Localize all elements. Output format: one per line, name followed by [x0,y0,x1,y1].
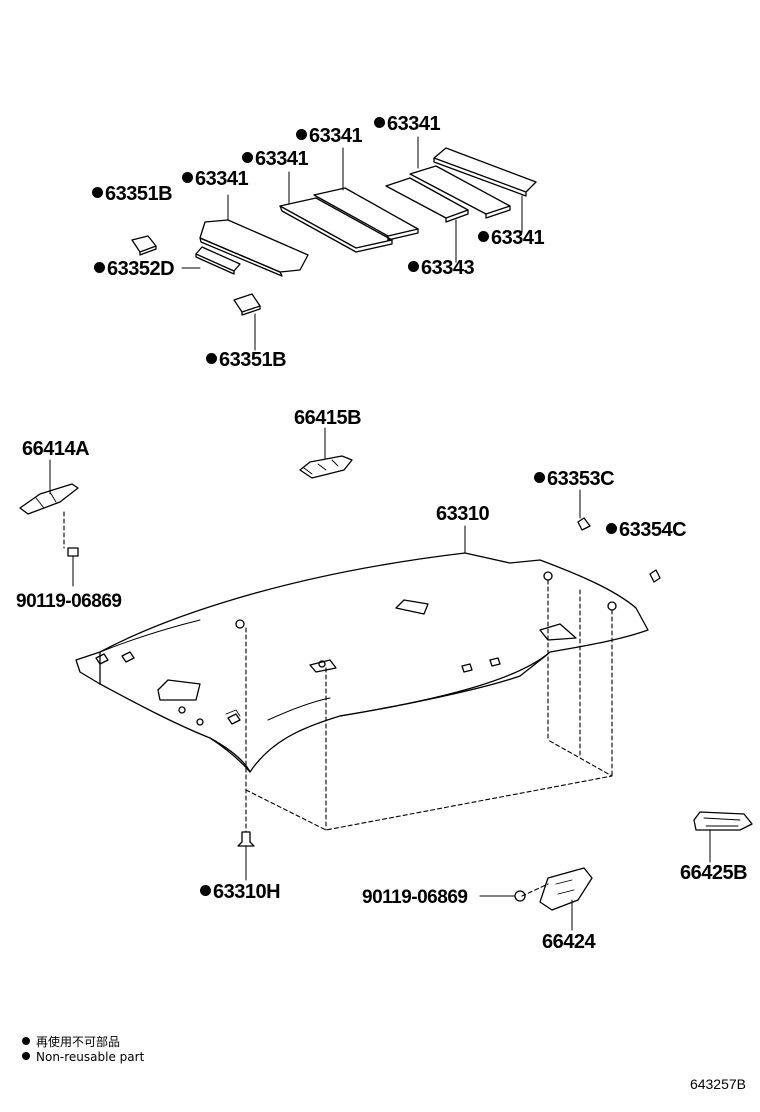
assembly-dashed-lines [63,511,613,897]
legend-bullet [22,1037,30,1045]
label-90119-06869-bottom: 90119-06869 [362,887,468,908]
pad-63351B-top [131,235,157,256]
label-63352D: 63352D [94,259,175,279]
top-leader-lines [181,136,523,351]
pad-63341-c [313,187,419,241]
label-66425B: 66425B [680,862,748,884]
label-63341-a: 63341 [182,169,249,189]
label-63353C: 63353C [534,469,615,489]
legend-english: Non-reusable part [22,1050,144,1064]
screw-90119-bottom [479,890,526,902]
label-63310: 63310 [436,503,490,525]
label-66414A: 66414A [22,438,90,460]
label-63351B-top: 63351B [92,184,173,204]
label-63341-d: 63341 [478,228,545,248]
map-lamp-66425B [693,811,753,863]
label-63343: 63343 [408,258,475,278]
label-90119-06869-left: 90119-06869 [16,591,122,612]
pad-63341-e [433,147,537,197]
diagram-code: 643257B [689,1076,746,1092]
pad-63351B-bottom [233,293,261,316]
clip-63354C [649,569,661,583]
label-63341-c: 63341 [296,126,363,146]
label-63310H: 63310H [200,882,281,902]
label-63351B-bottom: 63351B [206,350,287,370]
pad-63341-b [279,197,393,253]
clip-63310H [237,831,255,881]
legend-bullet [22,1052,30,1060]
assist-grip-holder-66424 [539,867,593,931]
legend-japanese: 再使用不可部品 [22,1033,120,1050]
clip-63353C [577,489,591,531]
label-63341-b: 63341 [242,149,309,169]
headliner-63310 [75,552,649,773]
pad-63341-a [199,219,309,277]
pad-63343 [385,177,469,223]
pad-63352D [195,246,241,275]
label-66424: 66424 [542,931,596,953]
pad-63341-d [409,165,511,219]
label-63341-e: 63341 [374,114,441,134]
sunvisor-holder-66414A [19,459,79,515]
label-66415B: 66415B [294,407,362,429]
sunvisor-holder-66415B [299,427,353,479]
label-63354C: 63354C [606,520,687,540]
screw-90119-left [67,547,79,587]
